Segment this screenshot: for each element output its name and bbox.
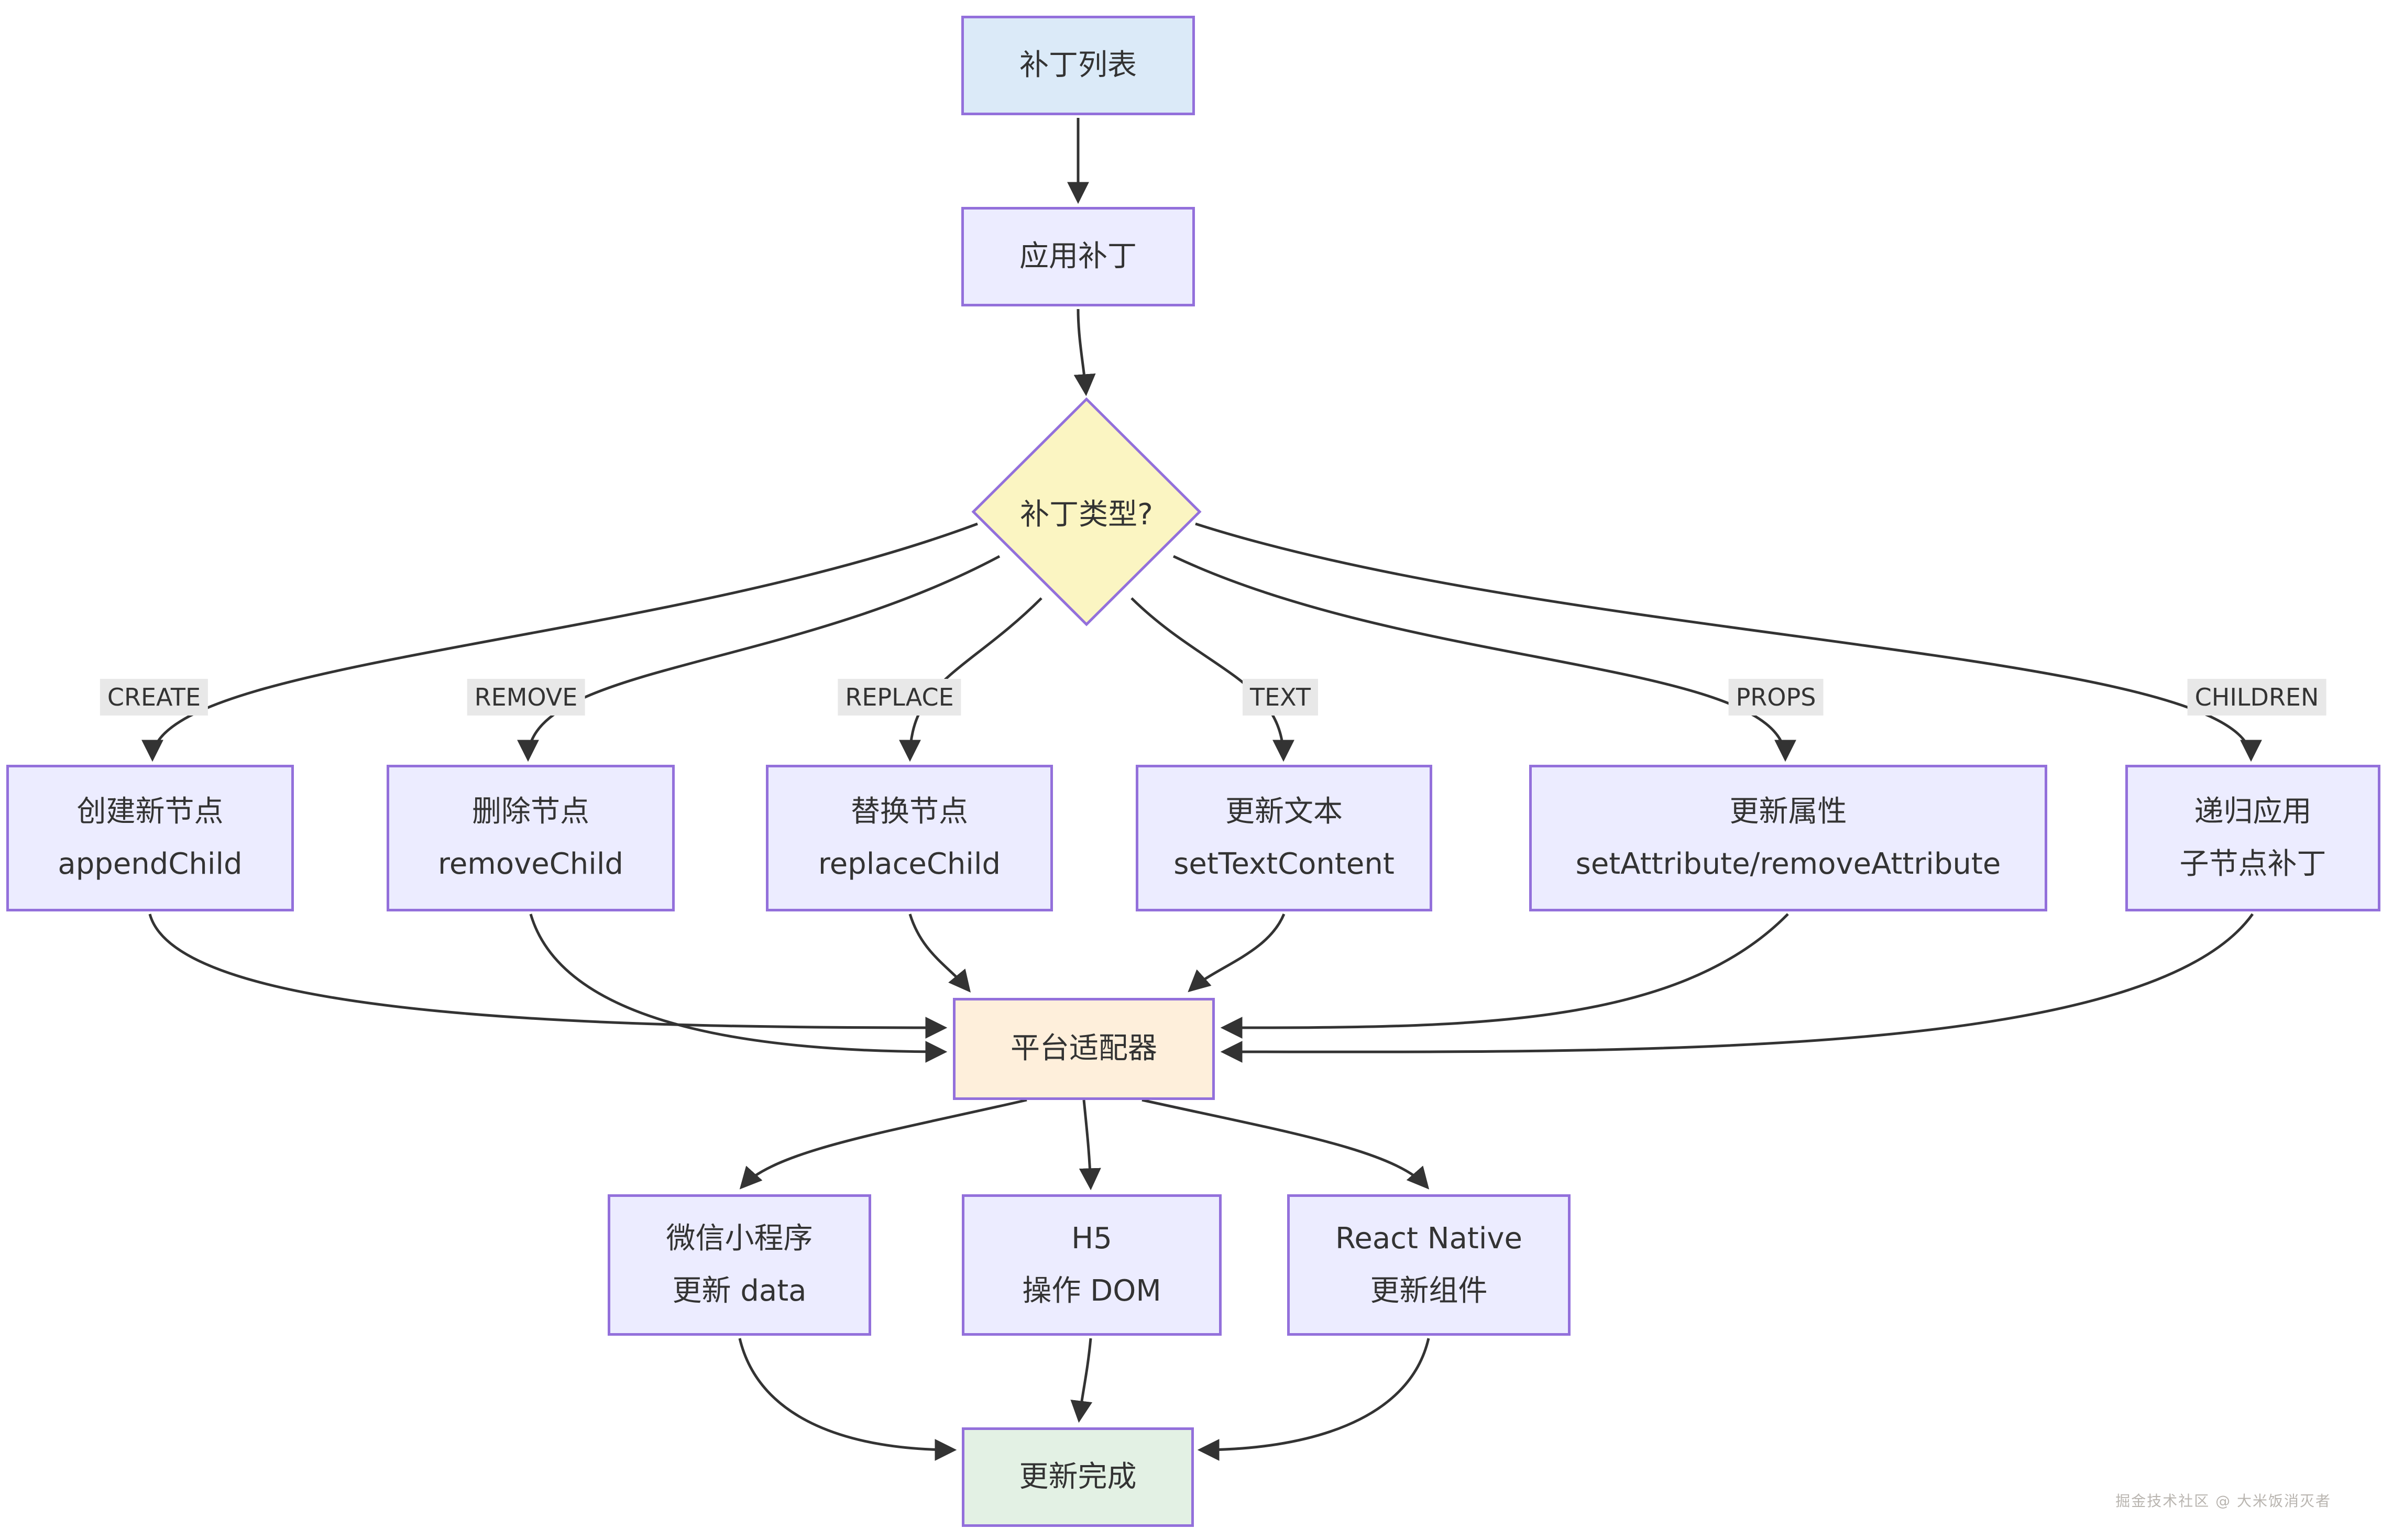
node-replace: 替换节点 replaceChild [766,765,1053,911]
arrow-adapter-to-weapp [739,1098,1027,1190]
diamond-shape [971,397,1202,626]
arrow-patch-type-to-replace [899,597,1042,762]
arrow-patch-type-to-create [141,522,978,762]
arrow-replace-to-adapter [908,914,971,993]
node-props-line2: setAttribute/removeAttribute [1575,847,2001,881]
node-children: 递归应用 子节点补丁 [2125,765,2380,911]
edge-label-children: CHILDREN [2187,679,2326,716]
edge-label-text: TEXT [1243,679,1318,716]
node-children-line1: 递归应用 [2194,794,2312,829]
node-patch-list: 补丁列表 [961,16,1195,115]
node-react-native: React Native 更新组件 [1287,1194,1571,1336]
edge-label-create: CREATE [100,679,208,716]
arrow-apply-patch-to-patch-type [1073,309,1096,397]
node-done-label: 更新完成 [1019,1459,1137,1494]
arrow-adapter-to-react-native [1141,1098,1430,1190]
node-props: 更新属性 setAttribute/removeAttribute [1529,765,2047,911]
node-patch-type-label: 补丁类型? [1020,497,1153,532]
node-apply-patch: 应用补丁 [961,207,1195,306]
edge-label-remove: REMOVE [467,679,585,716]
edge-label-replace: REPLACE [838,679,961,716]
arrow-remove-to-adapter [529,914,948,1063]
node-patch-type-decision: 补丁类型? [971,397,1202,626]
node-apply-patch-label: 应用补丁 [1019,239,1137,273]
arrow-patch-type-to-remove [517,555,1001,762]
node-react-native-line1: React Native [1335,1221,1523,1256]
arrow-patch-type-to-props [1172,555,1796,762]
arrow-h5-to-done [1070,1338,1093,1423]
node-create-line2: appendChild [58,847,243,881]
node-done: 更新完成 [962,1427,1194,1527]
node-replace-line1: 替换节点 [851,794,968,829]
node-props-line1: 更新属性 [1729,794,1847,829]
node-create: 创建新节点 appendChild [6,765,294,911]
arrow-text-to-adapter [1188,914,1286,993]
node-react-native-line2: 更新组件 [1370,1274,1488,1308]
arrow-patch-type-to-text [1130,597,1294,762]
node-platform-adapter-label: 平台适配器 [1011,1031,1157,1066]
node-children-line2: 子节点补丁 [2179,847,2326,881]
node-weapp-line2: 更新 data [672,1274,807,1308]
arrow-react-native-to-done [1197,1338,1430,1461]
arrow-adapter-to-h5 [1079,1099,1101,1191]
watermark: 掘金技术社区 @ 大米饭消灭者 [2115,1492,2331,1510]
edge-label-props: PROPS [1728,679,1824,716]
node-platform-adapter: 平台适配器 [953,998,1215,1100]
node-remove-line1: 删除节点 [472,794,589,829]
arrow-props-to-adapter [1220,913,1789,1039]
node-replace-line2: replaceChild [818,847,1001,881]
node-create-line1: 创建新节点 [76,794,224,829]
node-text-line1: 更新文本 [1225,794,1343,829]
node-text-line2: setTextContent [1173,847,1395,881]
node-text: 更新文本 setTextContent [1136,765,1432,911]
node-weapp-line1: 微信小程序 [666,1221,813,1256]
node-remove: 删除节点 removeChild [387,765,675,911]
arrow-create-to-adapter [148,914,948,1039]
node-h5-line2: 操作 DOM [1022,1274,1161,1308]
arrow-children-to-adapter [1220,913,2254,1063]
node-h5: H5 操作 DOM [962,1194,1222,1336]
node-patch-list-label: 补丁列表 [1019,48,1137,82]
node-weapp: 微信小程序 更新 data [608,1194,871,1336]
node-remove-line2: removeChild [438,847,623,881]
node-h5-line1: H5 [1071,1221,1112,1256]
arrow-patch-type-to-children [1195,522,2262,762]
arrow-weapp-to-done [738,1338,957,1461]
